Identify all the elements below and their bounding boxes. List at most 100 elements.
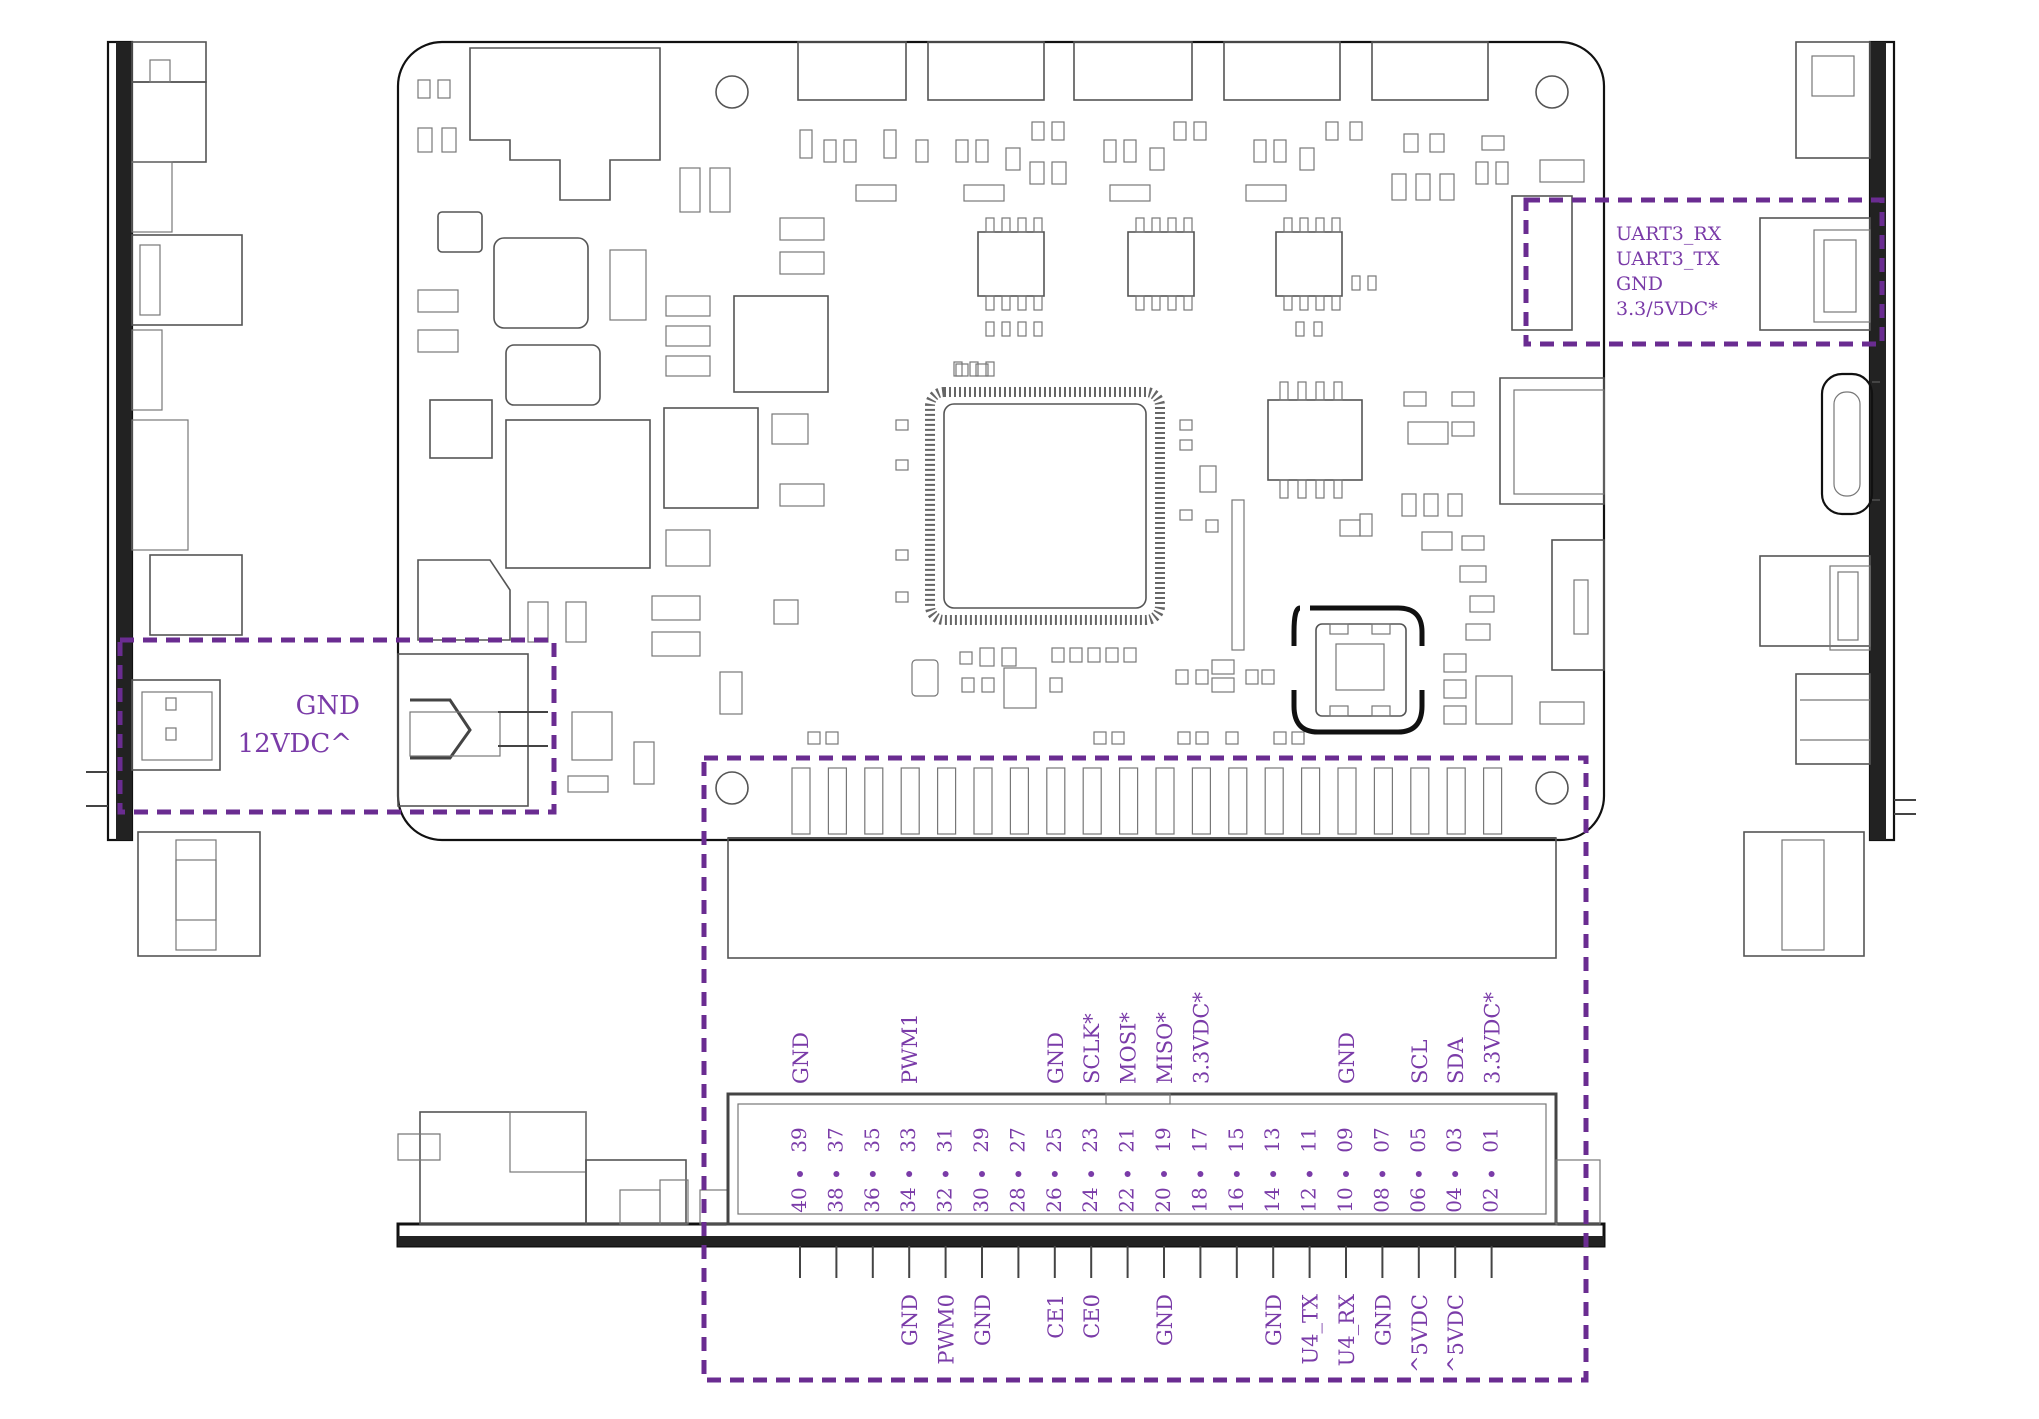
pin-marker: [1270, 1171, 1277, 1177]
pin-number-even: 34: [896, 1187, 920, 1212]
power-connector-labels: GND 12VDC^: [238, 691, 360, 759]
uart-label-rx: UART3_RX: [1616, 223, 1722, 245]
pin-marker: [833, 1171, 840, 1177]
gpio-top-signal-label: SDA: [1444, 1037, 1468, 1084]
gpio-top-signal-label: MISO*: [1153, 1012, 1177, 1084]
pin-number-odd: 33: [896, 1127, 920, 1152]
pin-number-even: 36: [860, 1187, 884, 1212]
pin-number-even: 40: [787, 1187, 811, 1212]
gpio-bottom-signal-label: GND: [898, 1294, 922, 1346]
gpio-edge-fingers: [727, 837, 1557, 959]
pin-marker: [1452, 1171, 1459, 1177]
gpio-header-highlight: [701, 755, 1589, 1383]
edge-pad: [1118, 767, 1139, 835]
gpio-bottom-signal-label: CE1: [1044, 1294, 1068, 1339]
gpio-top-signal-label: GND: [1335, 1032, 1359, 1084]
edge-pad: [864, 767, 884, 835]
pin-number-odd: 05: [1406, 1127, 1430, 1152]
edge-pad: [1155, 767, 1175, 835]
gpio-bottom-signal-label: GND: [971, 1294, 995, 1346]
edge-pad: [1373, 767, 1394, 835]
pin-number-odd: 21: [1115, 1127, 1139, 1152]
gpio-bottom-signal-label: ^5VDC: [1408, 1294, 1432, 1373]
edge-pad: [1337, 767, 1357, 835]
gpio-bottom-signal-label: GND: [1153, 1294, 1177, 1346]
pin-marker: [1415, 1171, 1422, 1177]
edge-pad: [900, 767, 920, 835]
cpu-chip: [925, 387, 1165, 625]
pin-number-even: 30: [969, 1187, 993, 1212]
gpio-top-signal-label: 3.3VDC*: [1481, 992, 1505, 1084]
left-side-view: [86, 40, 261, 957]
pin-number-odd: 15: [1224, 1127, 1248, 1152]
edge-pad: [1191, 767, 1212, 835]
pin-number-even: 38: [823, 1187, 847, 1212]
pin-number-odd: 03: [1442, 1127, 1466, 1152]
pin-number-odd: 39: [787, 1127, 811, 1152]
pin-number-odd: 23: [1078, 1127, 1102, 1152]
main-board: [396, 40, 1606, 959]
pin-marker: [979, 1171, 985, 1177]
uart-label-gnd: GND: [1616, 273, 1663, 295]
power-connector-highlight: [117, 637, 557, 815]
edge-pad: [1446, 767, 1466, 835]
pin-number-even: 18: [1187, 1187, 1211, 1212]
edge-pad: [1046, 767, 1066, 835]
pin-number-even: 16: [1224, 1187, 1248, 1212]
right-side-view: [1743, 40, 1916, 957]
pin-number-odd: 29: [969, 1127, 993, 1152]
edge-pad: [1482, 767, 1503, 835]
pin-marker: [1051, 1171, 1058, 1177]
pin-marker: [1161, 1171, 1167, 1177]
pin-number-even: 12: [1297, 1187, 1321, 1212]
edge-pad: [1410, 767, 1430, 835]
pin-number-even: 32: [933, 1187, 957, 1212]
gpio-bottom-signal-label: GND: [1371, 1294, 1395, 1346]
pin-marker: [1343, 1171, 1349, 1177]
bottom-edge-view: 3940373835363334313229302728252623242122…: [396, 1092, 1606, 1278]
pin-number-odd: 09: [1333, 1127, 1357, 1152]
pin-number-odd: 01: [1479, 1127, 1503, 1152]
pin-number-even: 02: [1479, 1187, 1503, 1212]
pin-marker: [1088, 1171, 1095, 1177]
pin-marker: [1124, 1171, 1131, 1177]
push-button: [1291, 605, 1425, 735]
edge-pad: [1228, 767, 1248, 835]
uart-label-tx: UART3_TX: [1616, 248, 1720, 270]
power-label-gnd: GND: [296, 691, 360, 721]
pin-number-odd: 07: [1369, 1127, 1393, 1152]
gpio-top-signal-label: SCLK*: [1080, 1013, 1104, 1084]
pin-number-even: 04: [1442, 1187, 1466, 1212]
gpio-top-signal-label: 3.3VDC*: [1189, 992, 1213, 1084]
pin-marker: [1488, 1171, 1495, 1177]
gpio-bottom-signal-label: PWM0: [935, 1294, 959, 1365]
edge-pad: [1082, 767, 1102, 835]
pin-number-even: 10: [1333, 1187, 1357, 1212]
gpio-top-signal-label: SCL: [1408, 1040, 1432, 1084]
pin-number-odd: 27: [1005, 1127, 1029, 1152]
pin-number-odd: 37: [823, 1127, 847, 1152]
gpio-bottom-signal-label: U4_TX: [1299, 1294, 1323, 1365]
gpio-bottom-signal-label: GND: [1262, 1294, 1286, 1346]
pin-number-odd: 31: [933, 1127, 957, 1152]
pin-number-even: 24: [1078, 1187, 1102, 1212]
pin-number-even: 22: [1115, 1187, 1139, 1212]
pin-marker: [1233, 1171, 1240, 1177]
edge-pad: [827, 767, 848, 835]
pin-number-even: 06: [1406, 1187, 1430, 1212]
pin-marker: [942, 1171, 949, 1177]
pin-number-odd: 35: [860, 1127, 884, 1152]
pin-marker: [906, 1171, 913, 1177]
pin-marker: [1197, 1171, 1204, 1177]
pin-marker: [1015, 1171, 1022, 1177]
pin-marker: [1379, 1171, 1386, 1177]
pin-number-even: 08: [1369, 1187, 1393, 1212]
uart-connector-labels: UART3_RX UART3_TX GND 3.3/5VDC*: [1616, 223, 1722, 320]
pin-marker: [869, 1171, 876, 1177]
pin-number-odd: 25: [1042, 1127, 1066, 1152]
gpio-top-signal-label: GND: [1044, 1032, 1068, 1084]
pin-marker: [1306, 1171, 1313, 1177]
